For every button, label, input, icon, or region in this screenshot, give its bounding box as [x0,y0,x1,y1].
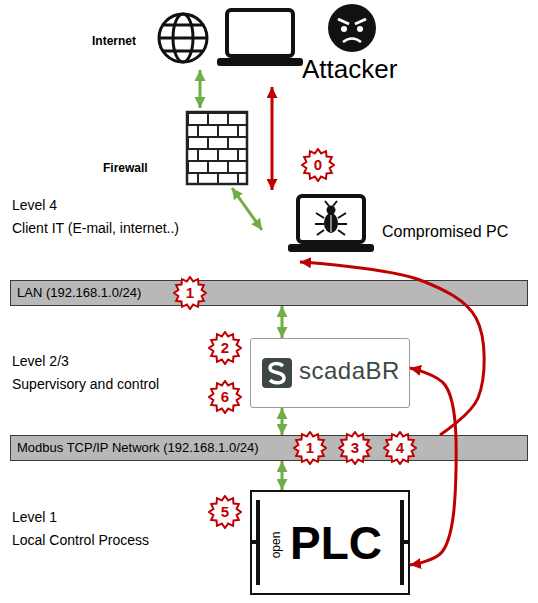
connection-arrow [281,408,284,435]
connection-arrow [410,368,456,565]
scadabr-icon [262,358,292,388]
node-label: Attacker [302,54,397,85]
callout-number: 1 [293,431,327,465]
callout-star: 1 [293,431,327,465]
callout-star-outline [209,381,241,413]
node-label: scadaBR [299,357,400,385]
callout-number: 0 [301,148,335,182]
callout-star-outline [339,432,371,464]
attacker-laptop [217,10,303,66]
compromised-laptop [288,196,374,252]
callout-star-outline [294,432,326,464]
plc-ladder-rails [250,500,410,585]
text-slot: Firewall [103,158,148,176]
text-slot: scadaBR [299,357,400,385]
globe-icon [159,14,207,62]
text-slot: Level 2/3 [12,352,69,370]
text-slot: Local Control Process [12,531,149,549]
node-label: Compromised PC [382,223,508,241]
connection-arrow [281,306,284,338]
connection-arrow [271,87,274,190]
level-label: Level 4 [12,197,57,213]
attacker-figure [328,4,376,52]
level-label: Local Control Process [12,532,149,548]
callout-number: 6 [208,380,242,414]
text-slot: Internet [92,31,136,49]
node-label: Firewall [103,161,148,175]
text-slot: PLC [290,516,382,570]
connection-arrow [199,70,202,108]
callout-number: 4 [383,431,417,465]
openplc-box: open PLC [250,490,410,595]
callout-star: 6 [208,380,242,414]
firewall-node: Firewall [95,108,250,188]
text-slot: Modbus TCP/IP Network (192.168.1.0/24) [17,436,259,459]
level-label: Level 1 [12,509,57,525]
scadabr-box: scadaBR [250,338,410,408]
callout-number: 5 [208,495,242,529]
callout-star-outline [302,149,334,181]
text-slot: Compromised PC [382,223,508,241]
internet-node: Internet [88,10,213,70]
callout-number: 2 [208,331,242,365]
level-label: Supervisory and control [12,376,159,392]
connection-arrow [281,461,284,490]
callout-star: 4 [383,431,417,465]
callout-star: 0 [301,148,335,182]
network-band: LAN (192.168.1.0/24) [10,280,528,306]
callout-star-outline [384,432,416,464]
node-label: open [269,532,283,559]
level-label: Level 2/3 [12,353,69,369]
connection-arrow [300,262,484,435]
attacker-node: Attacker [218,2,410,87]
callout-star-outline [174,277,206,309]
text-slot: Level 1 [12,508,57,526]
callout-number: 1 [173,276,207,310]
text-slot: Attacker [302,54,397,85]
callout-star: 1 [173,276,207,310]
level-label: Client IT (E-mail, internet..) [12,220,179,236]
network-band: Modbus TCP/IP Network (192.168.1.0/24) [10,435,528,461]
callout-star: 5 [208,495,242,529]
text-slot: open [266,532,284,559]
compromised-pc: Compromised PC [262,190,518,262]
node-label: Modbus TCP/IP Network (192.168.1.0/24) [17,436,259,459]
callout-star-outline [209,332,241,364]
node-label: PLC [290,516,382,570]
callout-number: 3 [338,431,372,465]
connection-arrow [232,188,262,230]
callout-star: 2 [208,331,242,365]
firewall-wall [187,112,247,184]
text-slot: LAN (192.168.1.0/24) [17,281,141,304]
callout-star-outline [209,496,241,528]
text-slot: Level 4 [12,196,57,214]
text-slot: Supervisory and control [12,375,159,393]
text-slot: Client IT (E-mail, internet..) [12,219,179,237]
node-label: LAN (192.168.1.0/24) [17,281,141,304]
callout-star: 3 [338,431,372,465]
node-label: Internet [92,34,136,48]
